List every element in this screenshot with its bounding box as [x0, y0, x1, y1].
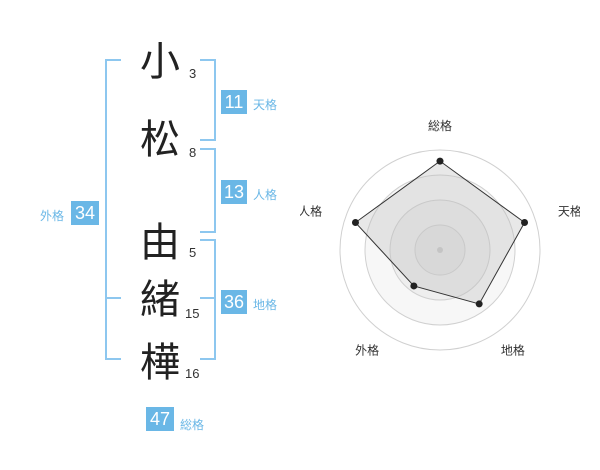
- name-char-5: 樺: [140, 340, 180, 386]
- radar-axis-label-3: 地格: [501, 342, 525, 357]
- chikaku-badge: 36: [221, 290, 247, 314]
- jinkaku-bracket: [200, 148, 216, 233]
- chikaku-bracket: [200, 239, 216, 360]
- name-char-3: 由: [140, 220, 180, 266]
- radar-point-1: [436, 157, 444, 165]
- tenkaku-label: 天格: [253, 98, 278, 112]
- name-char-4: 緒: [140, 277, 180, 323]
- gaikaku-badge: 34: [71, 201, 99, 225]
- radar-point-3: [475, 300, 483, 308]
- jinkaku-badge: 13: [221, 180, 247, 204]
- tenkaku-bracket: [200, 59, 216, 141]
- chikaku-divider-tick: [200, 297, 216, 299]
- radar-axis-label-4: 外格: [355, 342, 379, 357]
- radar-data-polygon: [354, 160, 526, 305]
- radar-axis-label-5: 人格: [300, 204, 322, 219]
- stroke-count-1: 3: [189, 66, 197, 81]
- jinkaku-label: 人格: [253, 188, 278, 202]
- chikaku-label: 地格: [253, 298, 278, 312]
- soukaku-label: 総格: [180, 418, 205, 432]
- stroke-count-4: 15: [185, 306, 200, 321]
- stroke-count-2: 8: [189, 145, 197, 160]
- soukaku-badge: 47: [146, 407, 174, 431]
- radar-axis-label-2: 天格: [558, 204, 580, 219]
- tenkaku-badge: 11: [221, 90, 247, 114]
- name-char-2: 松: [140, 117, 180, 163]
- gaikaku-label: 外格: [40, 209, 65, 223]
- radar-center-dot: [437, 247, 443, 253]
- stroke-count-5: 16: [185, 366, 200, 381]
- radar-point-4: [410, 282, 418, 290]
- gaikaku-bracket: [105, 59, 121, 360]
- radar-point-2: [521, 219, 529, 227]
- stroke-count-3: 5: [189, 245, 197, 260]
- gaikaku-divider-tick: [105, 297, 121, 299]
- name-char-1: 小: [140, 39, 180, 85]
- radar-point-5: [351, 219, 359, 227]
- radar-axis-label-1: 総格: [428, 118, 452, 133]
